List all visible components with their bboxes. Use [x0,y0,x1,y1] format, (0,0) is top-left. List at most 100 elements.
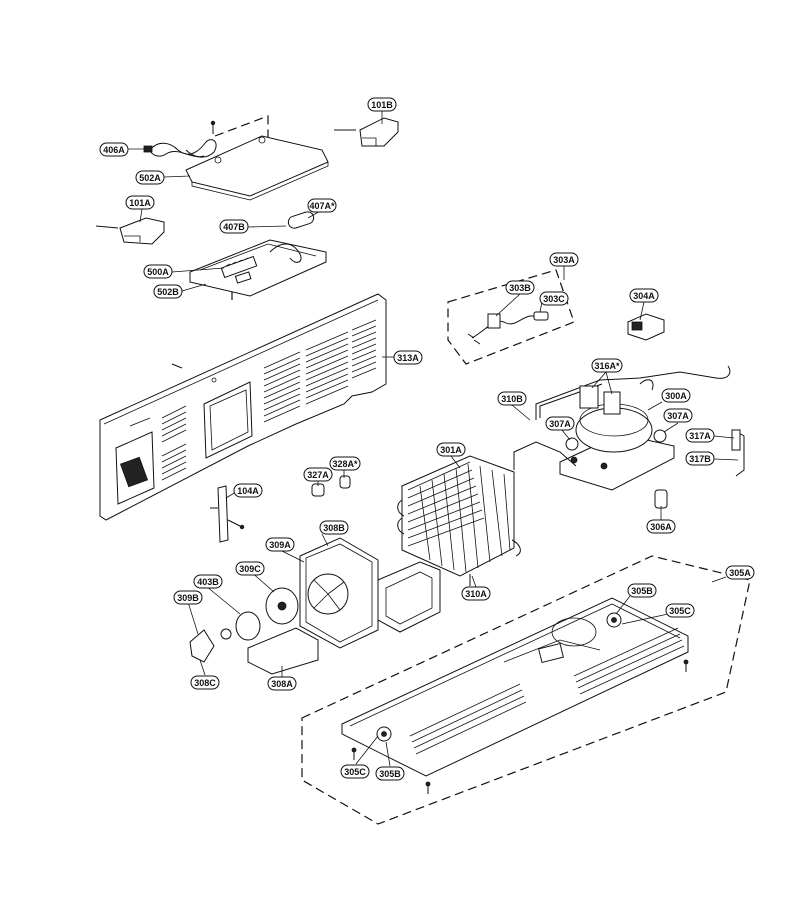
callout-305b-right: 305B [627,583,657,598]
callout-500a: 500A [143,264,173,279]
svg-text:313A: 313A [397,353,419,363]
callout-305a: 305A [725,565,755,580]
bracket-101b [359,117,399,147]
callout-406a: 406A [99,142,129,157]
motor-bracket-308a [247,627,319,675]
fan-part-308c [189,629,215,663]
callout-308b: 308B [319,520,349,535]
callout-304a: 304A [629,288,659,303]
svg-text:305C: 305C [669,606,691,616]
panel-louvers [161,319,377,481]
svg-text:101B: 101B [371,100,393,110]
svg-text:407A*: 407A* [309,201,335,211]
callout-306a: 306A [646,519,676,534]
svg-text:305B: 305B [631,586,653,596]
cover-plate-502a [185,135,329,197]
svg-text:309A: 309A [269,540,291,550]
suction-tube [513,441,577,470]
svg-text:327A: 327A [307,470,329,480]
callout-301a: 301A [436,442,466,457]
callout-307a-left: 307A [545,416,575,431]
capacitor-407a [287,211,315,229]
callout-313a: 313A [393,350,423,365]
discharge-tube-310b [535,365,731,420]
svg-text:407B: 407B [223,222,245,232]
svg-text:306A: 306A [650,522,672,532]
condenser-301a [397,441,577,586]
callout-300a: 300A [661,388,691,403]
svg-text:500A: 500A [147,267,169,277]
fan-assembly [189,537,441,675]
callout-407a: 407A* [307,198,337,213]
svg-text:305C: 305C [344,767,366,777]
svg-text:303A: 303A [553,255,575,265]
callout-104a: 104A [233,483,263,498]
svg-text:308C: 308C [194,678,216,688]
svg-text:305A: 305A [729,568,751,578]
svg-text:403B: 403B [197,577,219,587]
relay-assembly-303a [447,269,575,365]
callout-310b: 310B [497,391,527,406]
svg-text:316A*: 316A* [594,361,620,371]
back-panel-313a [99,293,387,521]
relay-terminal-303c [533,311,549,321]
callout-303b: 303B [505,280,535,295]
callout-407b: 407B [219,219,249,234]
svg-text:104A: 104A [237,486,259,496]
callout-101b: 101B [367,97,397,112]
callout-leaders [128,111,739,767]
callout-303a: 303A [549,252,579,267]
thermostat-317b [731,429,741,451]
svg-text:308B: 308B [323,523,345,533]
part-callouts: 406A 101B 502A 407A* 101A 407B 500A 502B… [99,97,755,781]
svg-text:328A*: 328A* [332,459,358,469]
svg-text:502A: 502A [139,173,161,183]
grommet-307a-left [565,437,579,451]
callout-307a-right: 307A [663,408,693,423]
callout-309c: 309C [235,561,265,576]
callout-305c-left: 305C [340,764,370,779]
terminal-cover-316a [579,385,599,409]
svg-text:309C: 309C [239,564,261,574]
spacer-306a [654,489,668,509]
callout-502a: 502A [135,170,165,185]
svg-text:308A: 308A [271,679,293,689]
callout-403b: 403B [193,574,223,589]
svg-text:307A: 307A [667,411,689,421]
svg-text:317A: 317A [689,431,711,441]
compressor-assembly [535,365,745,509]
part-328a [339,475,351,489]
svg-text:406A: 406A [103,145,125,155]
svg-text:300A: 300A [665,391,687,401]
svg-text:303B: 303B [509,283,531,293]
grommet-307a-right [653,429,667,443]
svg-text:301A: 301A [440,445,462,455]
svg-text:305B: 305B [379,769,401,779]
callout-303c: 303C [539,291,569,306]
callout-310a: 310A [461,586,491,601]
svg-text:310A: 310A [465,589,487,599]
svg-text:304A: 304A [633,291,655,301]
base-plate [341,597,689,777]
bracket-101a [119,217,165,245]
callout-327a: 327A [303,467,333,482]
svg-text:307A: 307A [549,419,571,429]
overload-protector-304a [627,313,665,341]
svg-text:317B: 317B [689,454,711,464]
callout-309b: 309B [173,590,203,605]
clip-403b [235,611,261,641]
callout-317a: 317A [685,428,715,443]
control-box-assembly [95,115,399,300]
callout-316a: 316A* [591,358,623,373]
control-switch-500a [220,255,258,279]
power-cord-406a [149,139,217,158]
callout-308c: 308C [190,675,220,690]
svg-text:310B: 310B [501,394,523,404]
washer-309b [220,628,232,640]
callout-328a: 328A* [329,456,361,471]
svg-text:101A: 101A [129,198,151,208]
callout-305c-right: 305C [665,603,695,618]
callout-502b: 502B [153,284,183,299]
callout-317b: 317B [685,451,715,466]
